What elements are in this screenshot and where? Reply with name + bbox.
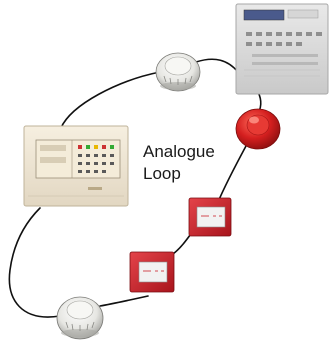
repeater-display	[243, 9, 285, 21]
wire-callpoint-to-detector	[99, 295, 149, 307]
wire-panel-to-detector	[59, 71, 161, 131]
manual-call-point-1	[188, 197, 232, 237]
sounder	[235, 108, 281, 150]
smoke-detector-top	[155, 52, 201, 92]
wire-detector-to-panel	[8, 207, 61, 318]
fire-control-panel	[23, 125, 129, 207]
wire-detector-to-repeater	[195, 58, 239, 73]
panel-indicator-leds	[78, 145, 114, 149]
repeater-panel	[235, 3, 329, 95]
loop-wiring	[8, 58, 262, 318]
label-line-2: Loop	[143, 164, 181, 183]
manual-call-point-2	[129, 251, 175, 293]
analogue-loop-label: Analogue Loop	[143, 141, 253, 185]
label-line-1: Analogue	[143, 142, 215, 161]
smoke-detector-bottom	[56, 296, 104, 340]
